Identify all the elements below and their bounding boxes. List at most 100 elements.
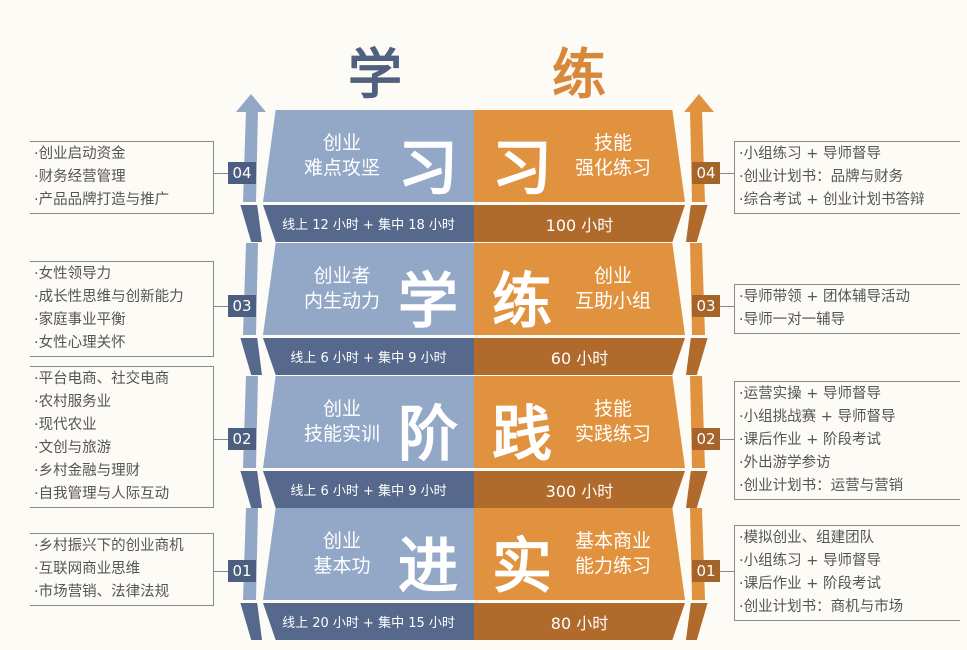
activity-item: ·小组练习 + 导师督导 xyxy=(739,146,881,162)
practice-activities-box: ·模拟创业、组建团队 ·小组练习 + 导师督导 ·课后作业 + 阶段考试 ·创业计划书… xyxy=(734,525,960,621)
practice-subtitle-line: 实践练习 xyxy=(574,423,651,445)
practice-panel: 实基本商业能力练习 xyxy=(474,508,685,600)
learn-subtitle: 创业者内生动力 xyxy=(287,264,397,314)
topic-item: ·现代农业 xyxy=(34,417,97,433)
progress-arrow-segment xyxy=(686,603,708,640)
learn-stage-char: 习 xyxy=(398,134,458,204)
progress-arrow-segment xyxy=(243,243,258,335)
progress-arrow-segment xyxy=(240,471,262,508)
stage-number-right: 01 xyxy=(692,560,720,582)
topic-item: ·平台电商、社交电商 xyxy=(34,371,170,387)
activity-item: ·创业计划书：运营与营销 xyxy=(739,478,904,494)
stage-number-left: 01 xyxy=(228,560,256,582)
learn-subtitle: 创业难点攻坚 xyxy=(287,131,397,181)
stage-number-right: 03 xyxy=(692,295,720,317)
practice-subtitle-line: 基本商业 xyxy=(574,530,651,552)
progress-arrow-segment xyxy=(240,603,262,640)
stage-number-left: 03 xyxy=(228,295,256,317)
topic-item: ·乡村金融与理财 xyxy=(34,463,141,479)
practice-activities-box: ·小组练习 + 导师督导·创业计划书：品牌与财务·综合考试 + 创业计划书答辩 xyxy=(734,141,960,214)
topic-item: ·乡村振兴下的创业商机 xyxy=(34,538,184,554)
topic-item: ·自我管理与人际互动 xyxy=(34,486,170,502)
practice-activities-box: ·导师带领 + 团体辅导活动 ·导师一对一辅导 xyxy=(734,284,960,334)
activity-item: ·小组练习 + 导师督导 xyxy=(739,553,881,569)
practice-panel: 练创业互助小组 xyxy=(474,243,685,335)
learn-topics-box: ·乡村振兴下的创业商机·互联网商业思维·市场营销、法律法规 xyxy=(30,533,214,606)
learn-stage-char: 进 xyxy=(398,532,458,602)
progress-arrow-segment xyxy=(690,376,705,468)
activity-item: ·小组挑战赛 + 导师督导 xyxy=(739,409,896,425)
practice-subtitle: 创业互助小组 xyxy=(558,264,668,314)
practice-stage-char: 实 xyxy=(492,532,552,602)
progress-arrow-segment xyxy=(243,508,258,600)
practice-stage-char: 习 xyxy=(492,134,552,204)
stage-number-right: 02 xyxy=(692,428,720,450)
practice-hours: 80 小时 xyxy=(474,603,685,640)
progress-arrow-segment xyxy=(243,110,258,202)
connector-line xyxy=(214,571,228,572)
learn-panel: 创业基本功进 xyxy=(263,508,474,600)
practice-subtitle: 技能强化练习 xyxy=(558,131,668,181)
activity-item: ·课后作业 + 阶段考试 xyxy=(739,576,881,592)
activity-item: ·课后作业 + 阶段考试 xyxy=(739,432,881,448)
learn-subtitle-line: 创业 xyxy=(322,132,361,154)
practice-hours: 100 小时 xyxy=(474,205,685,242)
title-learn: 学 xyxy=(348,42,402,106)
learn-subtitle: 创业技能实训 xyxy=(287,397,397,447)
connector-line xyxy=(720,306,734,307)
learn-stage-char: 学 xyxy=(398,267,458,337)
topic-item: ·家庭事业平衡 xyxy=(34,312,126,328)
learn-hours: 线上 12 小时 + 集中 18 小时 xyxy=(263,205,474,242)
topic-item: ·市场营销、法律法规 xyxy=(34,584,170,600)
practice-stage-char: 践 xyxy=(492,400,552,470)
learn-topics-box: ·创业启动资金·财务经营管理·产品品牌打造与推广 xyxy=(30,141,214,214)
learn-hours: 线上 6 小时 + 集中 9 小时 xyxy=(263,471,474,508)
practice-subtitle-line: 创业 xyxy=(593,265,632,287)
activity-item: ·创业计划书：商机与市场 xyxy=(739,599,904,615)
practice-subtitle-line: 强化练习 xyxy=(574,157,651,179)
practice-hours: 300 小时 xyxy=(474,471,685,508)
learn-subtitle-line: 创业者 xyxy=(313,265,371,287)
progress-arrow-segment xyxy=(686,338,708,375)
activity-item: ·导师一对一辅导 xyxy=(739,312,846,328)
topic-item: ·成长性思维与创新能力 xyxy=(34,289,184,305)
learn-topics-box: ·平台电商、社交电商·农村服务业·现代农业·文创与旅游·乡村金融与理财·自我管理… xyxy=(30,366,214,508)
practice-panel: 践技能实践练习 xyxy=(474,376,685,468)
topic-item: ·女性领导力 xyxy=(34,266,112,282)
progress-arrow-segment xyxy=(690,508,705,600)
practice-subtitle-line: 技能 xyxy=(593,132,632,154)
learn-hours: 线上 6 小时 + 集中 9 小时 xyxy=(263,338,474,375)
learn-panel: 创业技能实训阶 xyxy=(263,376,474,468)
learn-subtitle-line: 难点攻坚 xyxy=(303,157,380,179)
connector-line xyxy=(720,173,734,174)
learn-subtitle-line: 内生动力 xyxy=(303,290,380,312)
stage-number-right: 04 xyxy=(692,162,720,184)
progress-arrow-segment xyxy=(240,205,262,242)
title-practice: 练 xyxy=(552,42,606,106)
progress-arrow-segment xyxy=(243,376,258,468)
practice-subtitle: 技能实践练习 xyxy=(558,397,668,447)
learn-stage-char: 阶 xyxy=(398,400,458,470)
learn-subtitle-line: 技能实训 xyxy=(303,423,380,445)
connector-line xyxy=(214,173,228,174)
activity-item: ·运营实操 + 导师督导 xyxy=(739,386,881,402)
activity-item: ·模拟创业、组建团队 xyxy=(739,530,875,546)
learn-panel: 创业难点攻坚习 xyxy=(263,110,474,202)
learn-subtitle-line: 基本功 xyxy=(313,555,371,577)
activity-item: ·导师带领 + 团体辅导活动 xyxy=(739,289,910,305)
stage-number-left: 02 xyxy=(228,428,256,450)
learn-subtitle: 创业基本功 xyxy=(287,529,397,579)
practice-panel: 习技能强化练习 xyxy=(474,110,685,202)
progress-arrow-segment xyxy=(690,243,705,335)
learn-subtitle-line: 创业 xyxy=(322,530,361,552)
progress-arrow-segment xyxy=(240,338,262,375)
learn-hours: 线上 20 小时 + 集中 15 小时 xyxy=(263,603,474,640)
practice-subtitle-line: 技能 xyxy=(593,398,632,420)
practice-hours: 60 小时 xyxy=(474,338,685,375)
topic-item: ·农村服务业 xyxy=(34,394,112,410)
stage-number-left: 04 xyxy=(228,162,256,184)
